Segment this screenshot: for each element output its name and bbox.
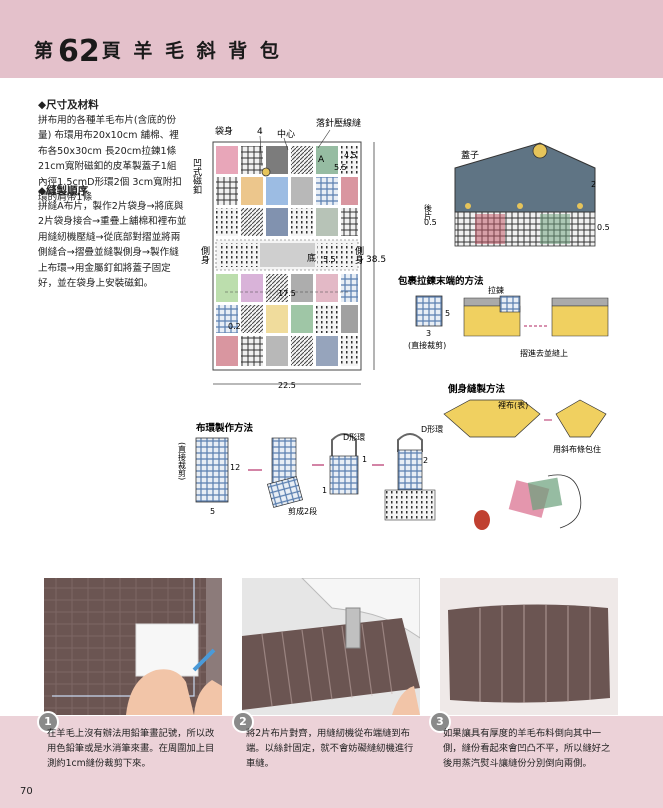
label-side-left: 側身 [199,245,210,265]
page-number: 70 [20,786,33,797]
zipper-label-3: 3 [426,329,431,338]
steps-section: ◆縫製順序 拼縫A布片，製作2片袋身→將底與2片袋身接合→重疊上舖棉和裡布並用縫… [38,184,188,291]
label-5-5b: 5.5 [323,255,336,264]
label-bag-body: 袋身 [215,125,233,137]
loop-label-d1: D形環 [343,433,365,442]
steps-body: 拼縫A布片，製作2片袋身→將底與2片袋身接合→重疊上舖棉和裡布並用縫紉機壓縫→從… [38,201,187,290]
label-lid: 蓋子 [461,149,479,161]
loop-label-cut: (直接裁剪) [178,442,187,480]
label-0-2: 0.2 [228,322,241,331]
label-22-5: 22.5 [278,381,296,390]
gusset-title: 側身縫製方法 [447,383,506,395]
zipper-title: 包裹拉鍊末端的方法 [397,275,484,287]
gusset-label-bias: 用斜布條包住 [553,444,601,454]
materials-section: ◆尺寸及材料 拼布用的各種羊毛布片(含底的份量) 布環用布20x10cm 舖棉、… [38,98,188,205]
title-number: 62 [58,34,100,69]
zipper-label-zipper: 拉鍊 [488,285,504,295]
label-quilting: 落針壓線縫 [316,117,361,129]
gusset-label-lining: 裡布(表) [498,400,528,410]
materials-body: 拼布用的各種羊毛布片(含底的份量) 布環用布20x10cm 舖棉、裡布各50x3… [38,115,182,204]
title-suffix: 頁 羊 毛 斜 背 包 [101,40,282,62]
label-a: A [318,155,325,165]
label-side-right: 側身 [353,245,364,265]
step-3-text: 如果讓具有厚度的羊毛布料倒向其中一側，縫份看起來會凹凸不平，所以縫好之後用蒸汽熨… [443,728,611,769]
zipper-label-cut: (直接裁剪) [408,340,446,350]
step-2-number: 2 [232,711,254,733]
step-1-text: 在羊毛上沒有辦法用鉛筆畫記號，所以改用色鉛筆或是水消筆來畫。在周圍加上目測約1c… [47,728,215,769]
label-center: 中心 [277,128,295,140]
label-4-5: 4.5 [344,151,357,160]
caption-band [0,716,663,808]
zipper-illustration [415,295,609,337]
zipper-label-5: 5 [445,309,450,318]
materials-heading: ◆尺寸及材料 [38,99,99,111]
zipper-label-fold: 摺進去並縫上 [520,348,568,358]
label-0-5b: 0.5 [597,223,610,232]
title-prefix: 第 [34,40,57,62]
label-magnet: 凹式磁釦 [191,158,202,194]
step-1-number: 1 [37,711,59,733]
label-bottom: 底 [307,252,316,264]
bag-patchwork-grid [212,129,375,385]
loop-label-1b: 1 [322,486,327,495]
steps-heading: ◆縫製順序 [38,185,89,197]
loop-title: 布環製作方法 [195,422,254,434]
loop-label-cut2: 剪成2段 [288,506,317,516]
step-3-number: 3 [429,711,451,733]
label-0-5a: 0.5 [424,218,437,227]
gusset-illustration [443,399,607,438]
loop-label-2: 2 [423,456,428,465]
lid-illustration [454,142,596,247]
step-2-photo [242,578,420,715]
step-1-photo [44,578,222,715]
loop-label-5: 5 [210,507,215,516]
header-band [0,0,663,78]
label-5-5a: 5.5 [334,163,347,172]
loop-illustration [195,433,436,521]
label-4: 4 [257,127,263,137]
sewing-notions-illustration [474,474,582,530]
label-38-5: 38.5 [366,255,386,265]
loop-label-12: 12 [230,463,240,472]
label-back: 後片 [424,203,433,221]
loop-label-1a: 1 [362,455,367,464]
label-2: 2 [591,180,596,189]
diagram-area: 袋身 4 中心 落針壓線縫 凹式磁釦 A 4.5 5.5 側身 底 5.5 側身… [178,117,610,530]
label-17-5: 17.5 [278,289,296,298]
step-3-photo [440,578,618,715]
loop-label-d2: D形環 [421,425,443,434]
step-2-text: 將2片布片對齊，用縫紉機從布端縫到布端。以絲針固定，就不會妨礙縫紉機進行車縫。 [246,728,414,769]
